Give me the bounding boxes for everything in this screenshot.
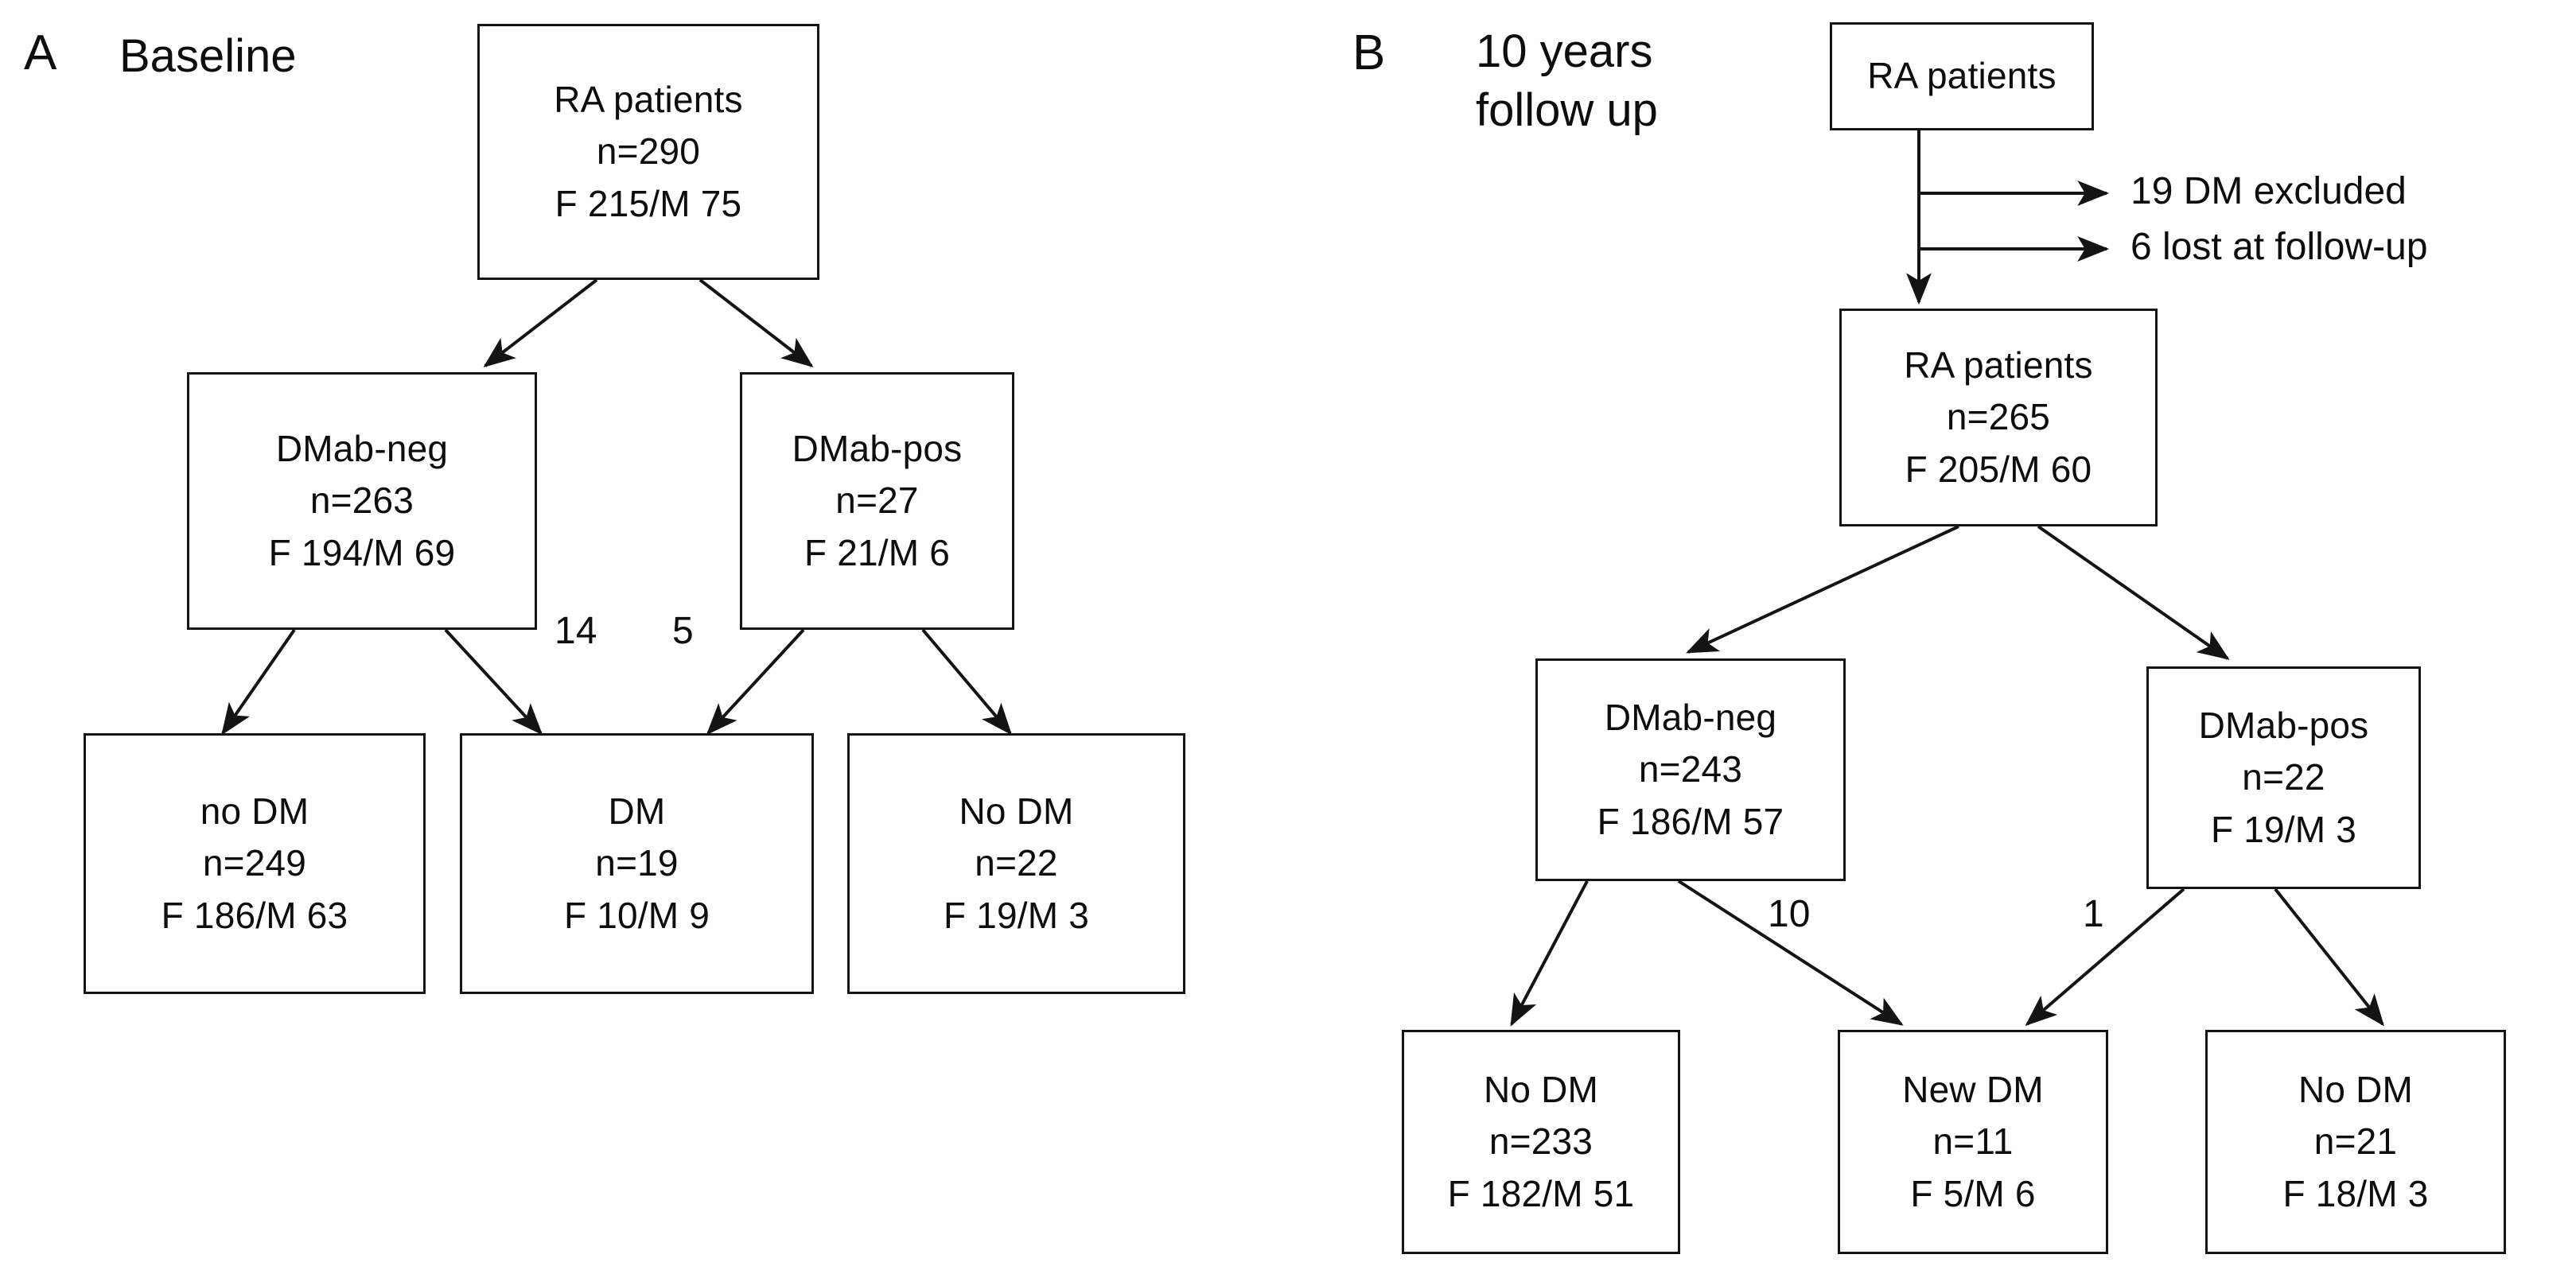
- node-b-dmab-neg-line-2: n=243: [1638, 748, 1743, 790]
- node-b-no-dm-line-1: No DM: [1483, 1069, 1599, 1111]
- node-b-root: RA patients: [1830, 22, 2094, 130]
- node-b-new-dm-line-1: New DM: [1902, 1069, 2044, 1111]
- edge-b-dmab-pos-to-no-dm-2: [2274, 887, 2384, 1027]
- edge-b-cohort-to-dmab-neg: [1686, 525, 1959, 654]
- node-b-dmab-pos-line-3: F 19/M 3: [2210, 808, 2357, 850]
- node-a-no-dm-2: No DM n=22 F 19/M 3: [847, 733, 1185, 994]
- edge-a-dmab-neg-to-no-dm: [221, 628, 296, 736]
- node-a-no-dm-2-line-3: F 19/M 3: [943, 894, 1090, 936]
- edge-b-cohort-to-dmab-pos: [2037, 525, 2230, 660]
- node-a-dmab-pos-line-2: n=27: [835, 480, 919, 522]
- node-a-no-dm-line-1: no DM: [200, 790, 309, 833]
- node-a-no-dm-line-2: n=249: [202, 842, 307, 884]
- node-a-root-line-1: RA patients: [554, 79, 743, 121]
- node-b-new-dm-line-2: n=11: [1932, 1120, 2014, 1163]
- node-a-dm: DM n=19 F 10/M 9: [460, 733, 814, 994]
- edge-a-root-to-dmab-pos: [698, 278, 814, 367]
- node-b-new-dm-line-3: F 5/M 6: [1910, 1172, 2036, 1214]
- node-b-no-dm-2-line-1: No DM: [2298, 1069, 2414, 1111]
- panel-b-letter: B: [1352, 25, 1386, 80]
- node-a-dm-line-1: DM: [608, 790, 666, 833]
- exclusion-note-dm: 19 DM excluded: [2130, 170, 2407, 212]
- node-a-root-line-3: F 215/M 75: [555, 182, 742, 224]
- node-a-dmab-pos-line-3: F 21/M 6: [804, 531, 951, 573]
- node-a-dmab-pos-line-1: DMab-pos: [792, 428, 963, 470]
- node-a-no-dm-2-line-2: n=22: [975, 842, 1058, 884]
- node-b-dmab-pos-line-2: n=22: [2242, 756, 2325, 798]
- node-b-cohort-line-2: n=265: [1946, 396, 2051, 438]
- node-b-dmab-pos: DMab-pos n=22 F 19/M 3: [2146, 666, 2421, 889]
- node-a-dmab-neg: DMab-neg n=263 F 194/M 69: [187, 372, 537, 630]
- node-b-dmab-pos-line-1: DMab-pos: [2198, 705, 2369, 747]
- node-a-dmab-pos: DMab-pos n=27 F 21/M 6: [740, 372, 1014, 630]
- edge-b-dmab-neg-to-no-dm: [1510, 880, 1589, 1027]
- node-b-dmab-neg-line-3: F 186/M 57: [1597, 800, 1784, 842]
- node-a-dm-line-3: F 10/M 9: [563, 894, 710, 936]
- node-a-dmab-neg-line-2: n=263: [309, 480, 414, 522]
- panel-a-letter: A: [24, 25, 57, 80]
- node-a-root: RA patients n=290 F 215/M 75: [477, 24, 819, 280]
- panel-a-title: Baseline: [119, 30, 297, 82]
- node-b-no-dm-line-3: F 182/M 51: [1447, 1172, 1635, 1214]
- edge-label-a-14: 14: [555, 610, 597, 652]
- node-a-no-dm-line-3: F 186/M 63: [161, 894, 348, 936]
- node-b-root-line-1: RA patients: [1867, 55, 2057, 97]
- edge-a-dmab-pos-to-no-dm-2: [921, 628, 1013, 736]
- node-b-new-dm: New DM n=11 F 5/M 6: [1838, 1030, 2108, 1254]
- node-a-dm-line-2: n=19: [595, 842, 679, 884]
- node-b-no-dm-line-2: n=233: [1488, 1120, 1593, 1163]
- edge-a-dmab-neg-to-dm: [444, 628, 543, 736]
- node-b-dmab-neg: DMab-neg n=243 F 186/M 57: [1535, 658, 1846, 881]
- node-b-cohort-line-3: F 205/M 60: [1905, 448, 2092, 490]
- node-b-no-dm-2-line-2: n=21: [2313, 1120, 2398, 1163]
- node-b-cohort: RA patients n=265 F 205/M 60: [1839, 309, 2158, 526]
- edge-a-root-to-dmab-neg: [483, 278, 598, 367]
- exclusion-note-lost: 6 lost at follow-up: [2130, 226, 2428, 268]
- node-a-no-dm: no DM n=249 F 186/M 63: [84, 733, 426, 994]
- node-b-no-dm: No DM n=233 F 182/M 51: [1402, 1030, 1680, 1254]
- edge-label-b-1: 1: [2083, 893, 2104, 935]
- node-b-no-dm-2: No DM n=21 F 18/M 3: [2205, 1030, 2506, 1254]
- edge-a-dmab-pos-to-dm: [706, 628, 805, 736]
- edge-label-a-5: 5: [672, 610, 694, 652]
- edge-b-dmab-pos-to-new-dm: [2025, 887, 2185, 1027]
- node-b-dmab-neg-line-1: DMab-neg: [1604, 697, 1777, 739]
- panel-b-title: 10 years follow up: [1476, 25, 1658, 137]
- node-b-cohort-line-1: RA patients: [1904, 344, 2093, 386]
- node-a-root-line-2: n=290: [596, 130, 701, 173]
- node-a-dmab-neg-line-1: DMab-neg: [275, 428, 449, 470]
- edge-label-b-10: 10: [1768, 893, 1811, 935]
- node-a-no-dm-2-line-1: No DM: [959, 790, 1074, 833]
- node-a-dmab-neg-line-3: F 194/M 69: [268, 531, 456, 573]
- node-b-no-dm-2-line-3: F 18/M 3: [2282, 1172, 2429, 1214]
